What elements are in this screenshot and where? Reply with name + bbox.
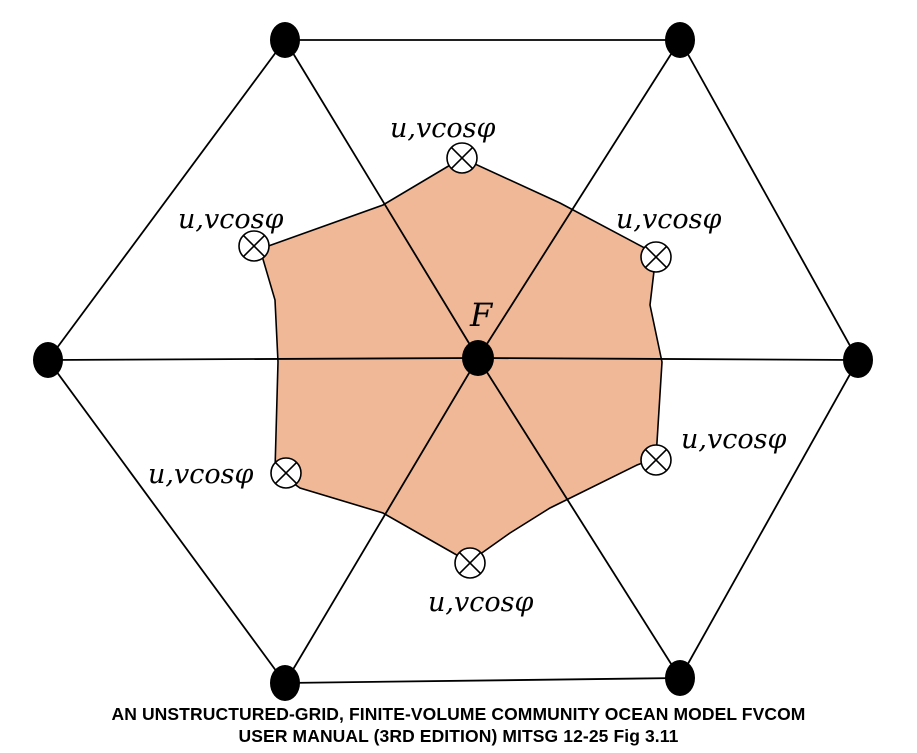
velocity-markers [238, 142, 672, 579]
spoke-top-left [284, 39, 479, 359]
velocity-marker-upper-left [238, 230, 270, 262]
caption-line-1: AN UNSTRUCTURED-GRID, FINITE-VOLUME COMM… [111, 704, 806, 724]
velocity-marker-upper-right [640, 241, 672, 273]
hex-edge-bottom [284, 677, 681, 684]
spoke-bottom-left [284, 357, 479, 684]
velocity-marker-bottom [454, 547, 486, 579]
spoke-bottom-right [477, 357, 681, 679]
velocity-marker-top [446, 142, 478, 174]
node-top-right [665, 22, 695, 58]
node-bottom-right [665, 660, 695, 696]
velocity-label-upper-right: u,vcosφ [616, 204, 721, 235]
spoke-top-right [477, 39, 681, 359]
node-right [843, 342, 873, 378]
nodes [33, 22, 873, 701]
hex-edge-bottom-left [47, 359, 286, 684]
velocity-label-upper-left: u,vcosφ [178, 204, 283, 235]
node-left [33, 342, 63, 378]
velocity-marker-lower-left [270, 457, 302, 489]
node-bottom-left [270, 665, 300, 701]
spokes [47, 39, 859, 684]
spoke-right [477, 357, 859, 361]
hex-edge-bottom-right [679, 359, 859, 679]
velocity-label-lower-left: u,vcosφ [148, 459, 253, 490]
center-label: F [469, 296, 494, 334]
hex-edge-top-left [47, 39, 286, 361]
hex-edge-top-right [679, 39, 859, 361]
outer-hexagon [47, 39, 859, 684]
caption-line-2: USER MANUAL (3RD EDITION) MITSG 12-25 Fi… [238, 726, 679, 746]
velocity-label-bottom: u,vcosφ [428, 587, 533, 618]
node-center [462, 340, 494, 376]
velocity-label-lower-right: u,vcosφ [681, 424, 786, 455]
node-top-left [270, 22, 300, 58]
velocity-label-top: u,vcosφ [390, 113, 495, 144]
velocity-marker-lower-right [640, 444, 672, 476]
control-volume-polygon [259, 157, 663, 563]
spoke-left [47, 357, 479, 361]
